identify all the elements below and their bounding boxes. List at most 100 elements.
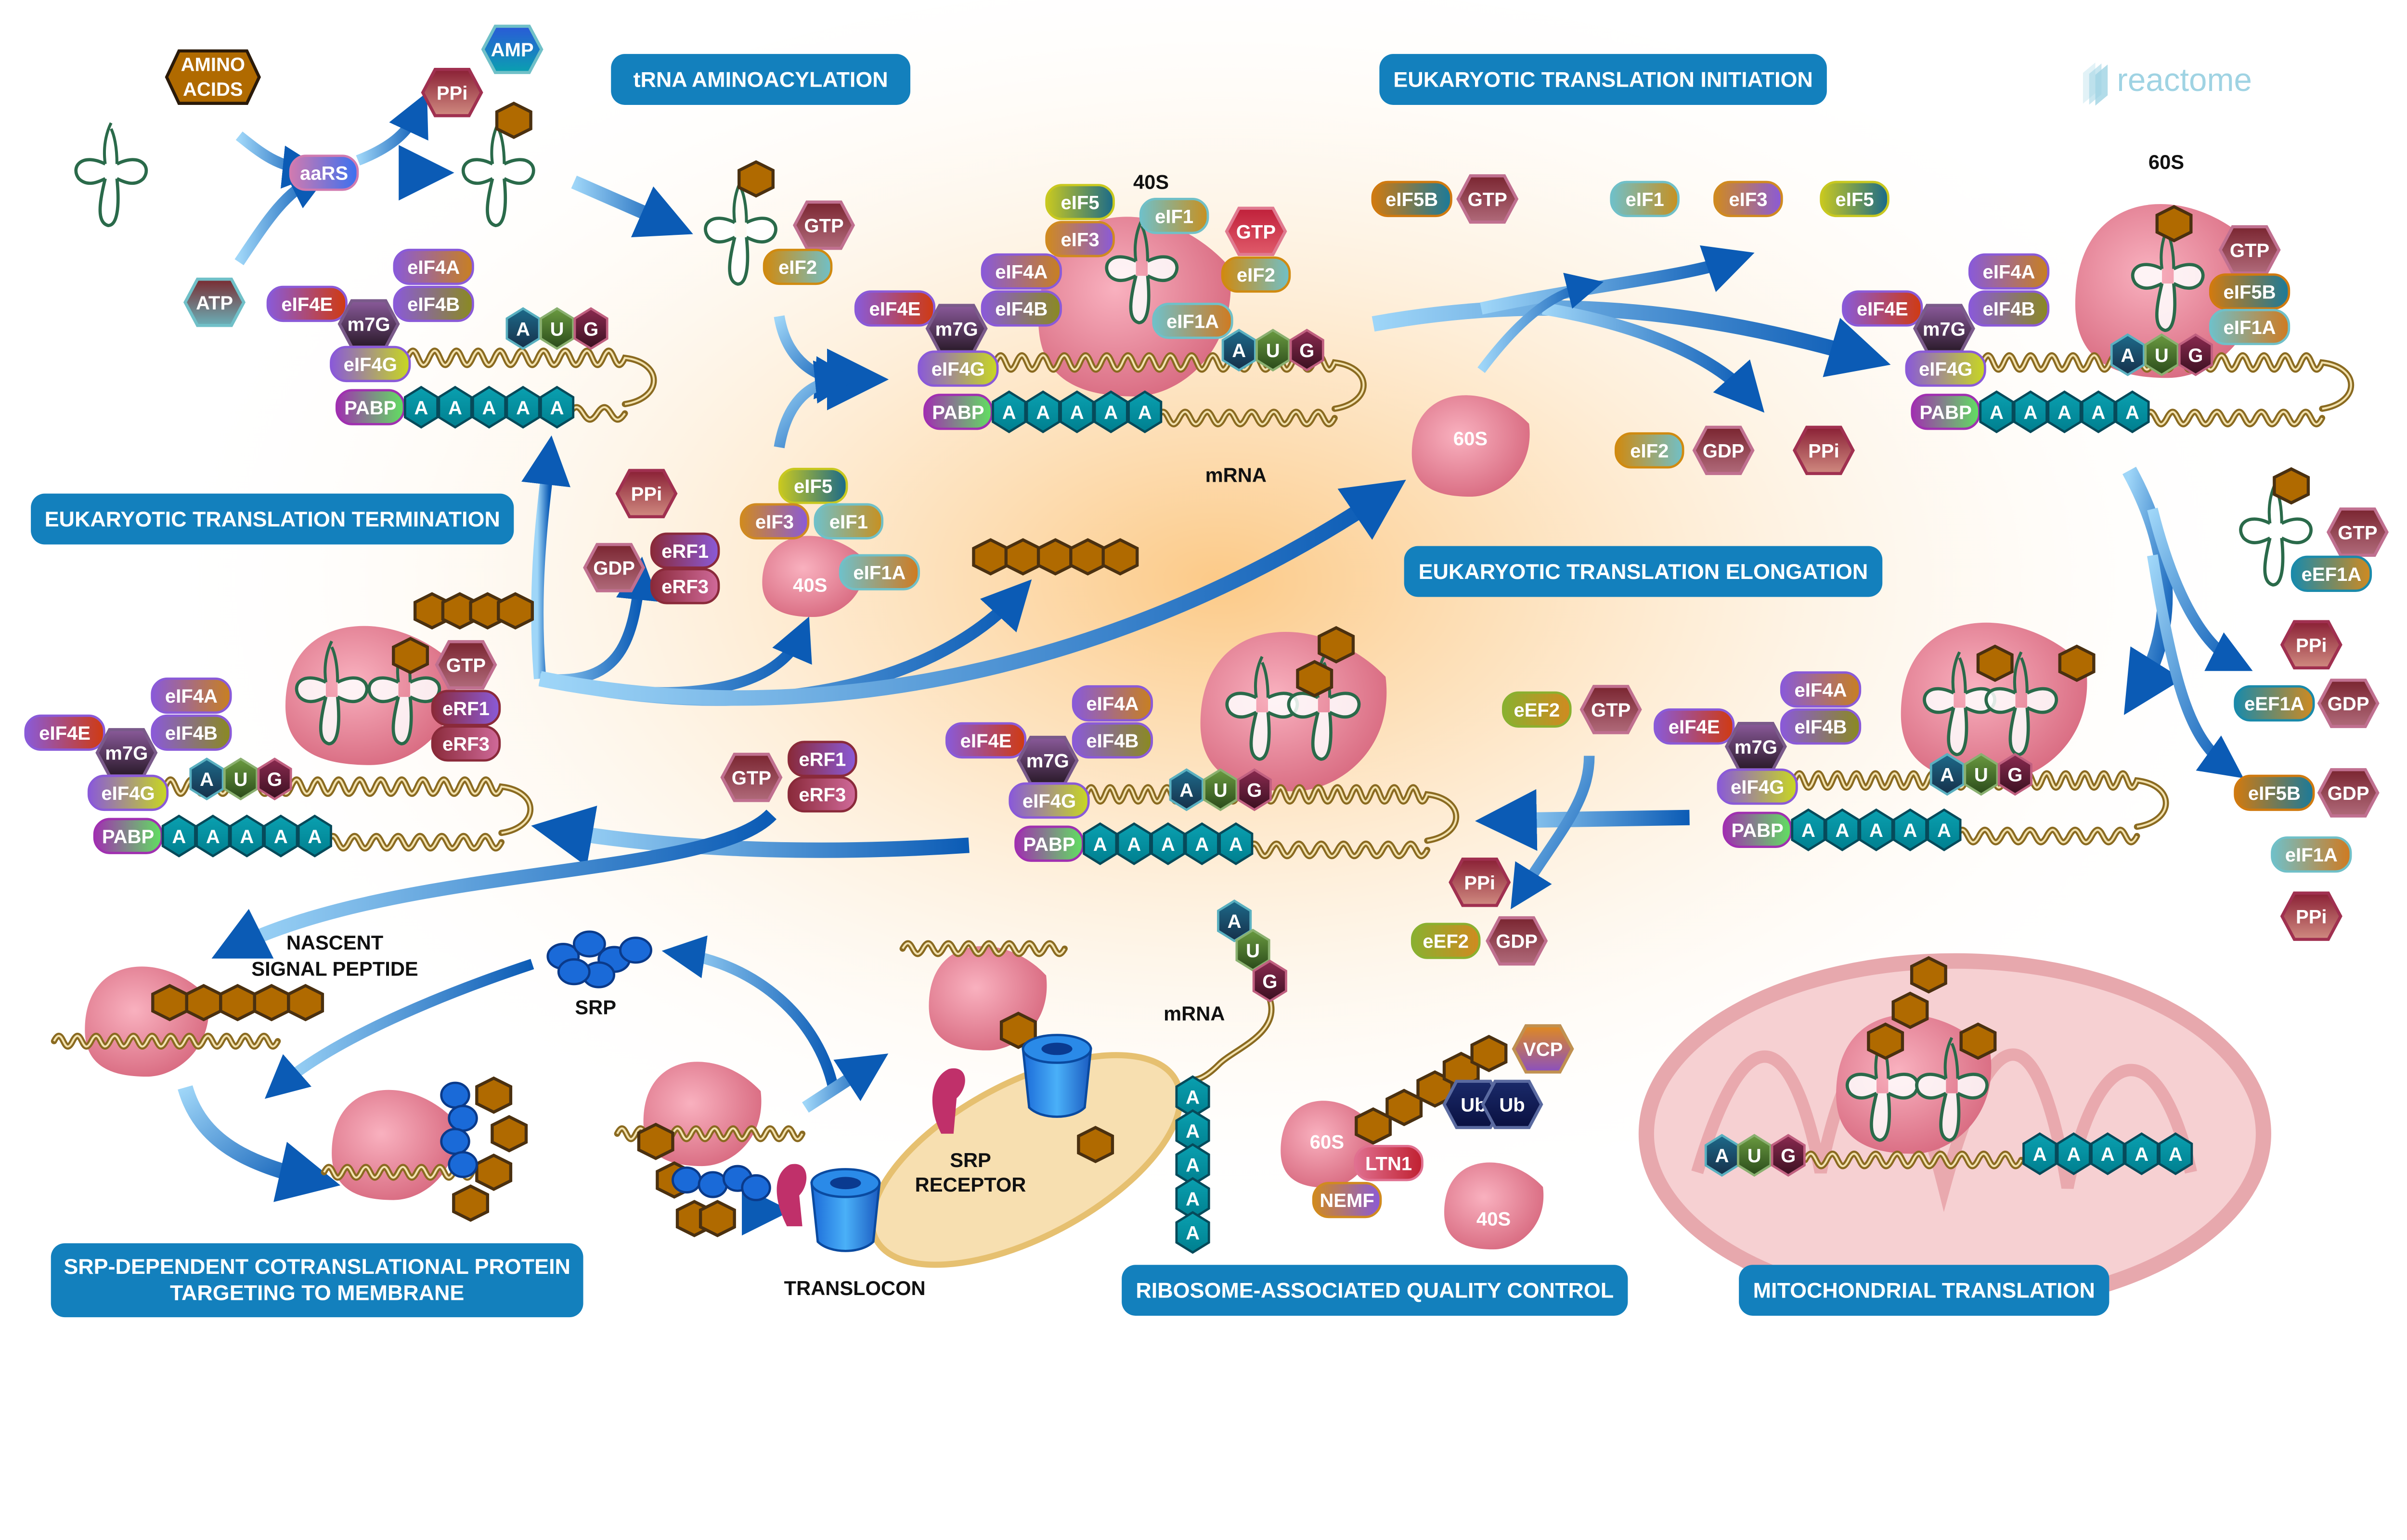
molecule-pabp: PABP	[335, 389, 405, 425]
section-translation-termination[interactable]: EUKARYOTIC TRANSLATION TERMINATION	[31, 493, 514, 545]
small-molecule-hexagon	[720, 753, 783, 802]
molecule-label: eIF4E	[960, 731, 1012, 752]
amino-acid-icon	[2058, 644, 2096, 682]
section-title-background[interactable]	[611, 54, 911, 105]
molecule-a: A	[1217, 899, 1252, 942]
nucleotide-hexagon	[1929, 753, 1965, 796]
molecule-a: A	[505, 307, 541, 350]
section-trna-aminoacylation[interactable]: tRNA AMINOACYLATION	[611, 54, 911, 105]
molecule-atp: ATP	[183, 277, 246, 327]
molecule-label: G	[267, 769, 282, 790]
protein-shape	[431, 725, 501, 762]
ribosome-60s-label: 60S	[2148, 151, 2184, 173]
molecule-label: A	[1228, 911, 1242, 932]
section-ribosome-quality-control[interactable]: RIBOSOME-ASSOCIATED QUALITY CONTROL	[1122, 1265, 1628, 1316]
nucleotide-hexagon	[2110, 333, 2145, 376]
molecule-60s: 60S	[1453, 428, 1488, 449]
molecule-a: A	[1221, 329, 1256, 372]
protein-shape	[1371, 180, 1452, 218]
amino-acid-icon	[1891, 991, 1929, 1029]
molecule-eif4g: eIF4G	[1717, 768, 1798, 805]
nucleotide-hexagon	[263, 814, 298, 858]
molecule-label: aaRS	[300, 163, 348, 184]
molecule-label: eIF5B	[1385, 189, 1438, 210]
nucleotide-hexagon	[1964, 753, 1999, 796]
molecule-label: eIF1	[829, 512, 868, 533]
molecule-label: PABP	[344, 398, 396, 419]
molecule-label: A	[1869, 820, 1883, 841]
protein-shape	[1411, 923, 1481, 959]
molecule-gdp: GDP	[2317, 679, 2380, 728]
molecule-a: A	[2090, 1132, 2125, 1175]
section-translation-initiation[interactable]: EUKARYOTIC TRANSLATION INITIATION	[1379, 54, 1827, 105]
molecule-label: A	[308, 826, 322, 847]
reactome-logo: reactome	[2083, 62, 2252, 106]
protein-shape	[1009, 782, 1090, 819]
translocon-icon	[1022, 1034, 1092, 1118]
nucleotide-hexagon	[438, 385, 473, 429]
nucleotide-hexagon	[297, 814, 332, 858]
section-title-background[interactable]	[1739, 1265, 2109, 1316]
molecule-label: GTP	[1236, 221, 1276, 243]
molecule-g: G	[1237, 768, 1272, 811]
molecule-pabp: PABP	[1014, 825, 1084, 862]
nucleotide-hexagon	[1175, 1211, 1210, 1254]
molecule-label: PPi	[1808, 440, 1839, 462]
molecule-gtp: GTP	[1456, 174, 1519, 224]
section-mitochondrial-translation[interactable]: MITOCHONDRIAL TRANSLATION	[1739, 1265, 2109, 1316]
molecule-label: PPi	[631, 484, 662, 505]
protein-shape	[2271, 836, 2352, 873]
trna-icon	[1845, 1037, 1919, 1142]
molecule-gtp: GTP	[793, 200, 855, 250]
protein-shape	[650, 532, 720, 569]
section-title-background[interactable]	[31, 493, 514, 545]
molecule-eef2: eEF2	[1411, 923, 1481, 959]
molecule-label: A	[1138, 402, 1152, 423]
molecule-label: A	[1715, 1145, 1729, 1167]
protein-shape	[1221, 256, 1291, 293]
molecule-label: G	[2188, 345, 2203, 366]
molecule-a: A	[2047, 390, 2082, 434]
molecule-eif5: eIF5	[1820, 180, 1889, 218]
mrna-highlight	[2144, 411, 2323, 425]
molecule-erf3: eRF3	[788, 776, 857, 813]
nucleotide-hexagon	[1083, 822, 1118, 865]
nucleotide-hexagon	[1151, 822, 1186, 865]
molecule-40s: 40S	[1476, 1209, 1511, 1230]
protein-shape	[854, 290, 936, 327]
protein-shape	[2291, 555, 2372, 592]
molecule-a: A	[2056, 1132, 2091, 1175]
molecule-u: U	[1255, 329, 1291, 372]
molecule-erf1: eRF1	[788, 741, 857, 777]
molecule-label: eIF1A	[2224, 317, 2276, 338]
section-srp-dependent-targeting[interactable]: SRP-DEPENDENT COTRANSLATIONAL PROTEINTAR…	[51, 1243, 583, 1318]
protein-shape	[1045, 221, 1115, 257]
translocon-label: TRANSLOCON	[784, 1277, 926, 1299]
amino-acid-icon	[2155, 205, 2193, 243]
molecule-label: U	[2155, 345, 2169, 366]
section-title-background[interactable]	[1379, 54, 1827, 105]
ribosome-icon	[762, 536, 865, 617]
molecule-label: A	[240, 826, 254, 847]
section-title-background[interactable]	[1122, 1265, 1628, 1316]
molecule-label: GTP	[2230, 240, 2269, 261]
molecule-eif4g: eIF4G	[918, 350, 999, 387]
srp-subunit	[672, 1166, 702, 1194]
section-title-background[interactable]	[51, 1243, 583, 1318]
molecule-label: m7G	[348, 314, 390, 335]
nucleotide-hexagon	[2047, 390, 2082, 434]
molecule-eif3: eIF3	[1713, 180, 1783, 218]
section-title-background[interactable]	[1404, 546, 1883, 597]
molecule-aars: aaRS	[289, 154, 359, 191]
molecule-label: eIF4G	[1919, 359, 1972, 380]
molecule-u: U	[539, 307, 575, 350]
molecule-eif1: eIF1	[814, 503, 884, 539]
molecule-label: A	[516, 398, 530, 419]
molecule-g: G	[1997, 753, 2032, 796]
reaction-arrow	[356, 92, 428, 166]
section-translation-elongation[interactable]: EUKARYOTIC TRANSLATION ELONGATION	[1404, 546, 1883, 597]
molecule-a: A	[1929, 753, 1965, 796]
molecule-label: A	[200, 769, 214, 790]
molecule-label: eIF5	[1061, 192, 1100, 213]
molecule-label: m7G	[1734, 737, 1777, 758]
